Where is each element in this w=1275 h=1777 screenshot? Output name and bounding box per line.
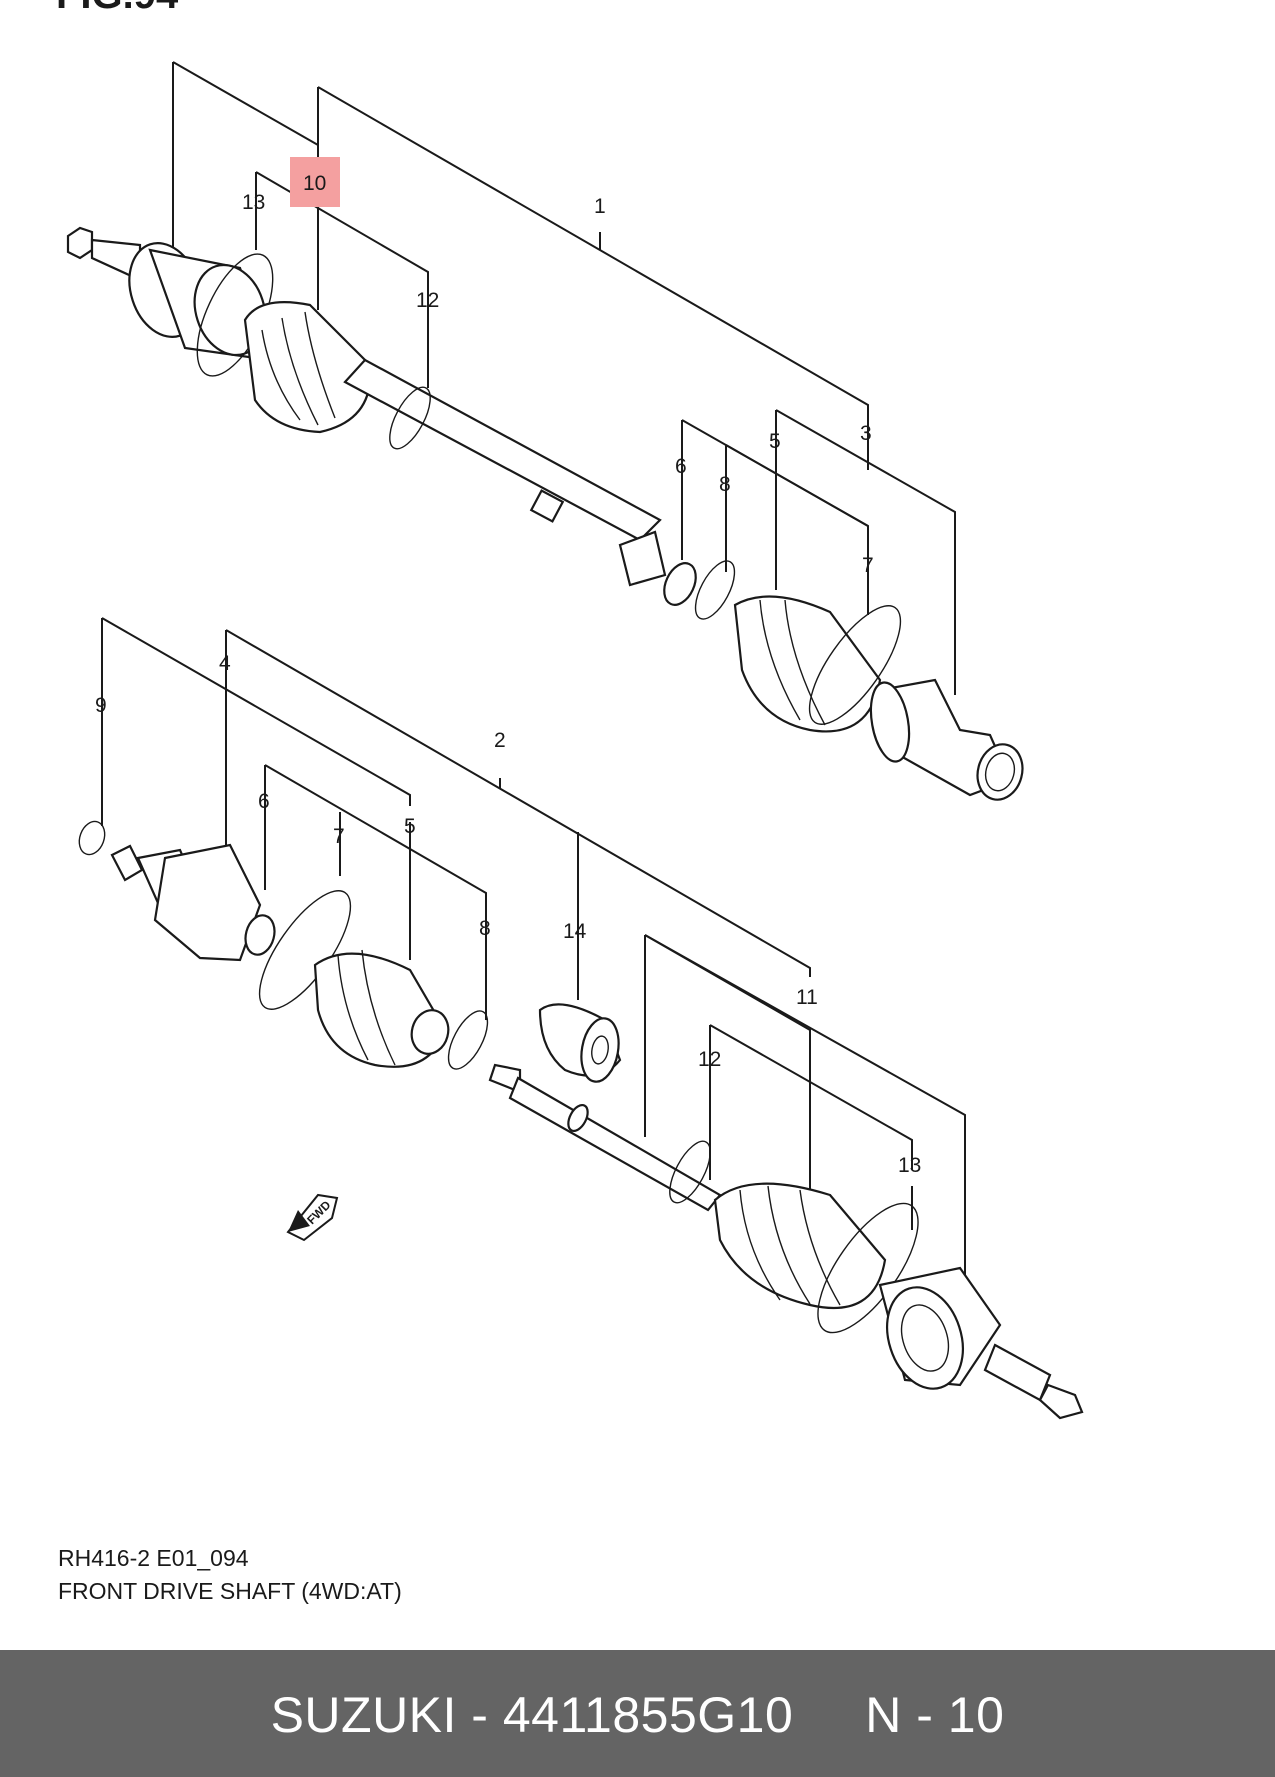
- callout-12: 12: [416, 289, 439, 312]
- callout-11: 11: [796, 986, 818, 1009]
- diagram-title: FRONT DRIVE SHAFT (4WD:AT): [58, 1578, 402, 1604]
- callout-13: 13: [242, 191, 265, 214]
- callout-13b: 13: [898, 1154, 921, 1177]
- callout-8: 8: [719, 473, 731, 496]
- callout-7b: 7: [333, 825, 345, 848]
- callout-9: 9: [95, 694, 107, 717]
- callout-2: 2: [494, 729, 506, 752]
- callout-4: 4: [219, 652, 231, 675]
- callout-6: 6: [675, 455, 687, 478]
- callout-5b: 5: [404, 815, 416, 838]
- callout-3: 3: [860, 422, 872, 445]
- footer-bar: SUZUKI - 4411855G10 N - 10: [0, 1650, 1275, 1777]
- callout-14: 14: [563, 920, 587, 943]
- callout-10: 10: [303, 172, 326, 195]
- callout-12b: 12: [698, 1048, 721, 1071]
- exploded-parts-diagram: FIG.94: [56, 0, 1084, 1420]
- lower-drive-shaft: [78, 617, 1084, 1420]
- part-number-label: SUZUKI - 4411855G10 N - 10: [270, 1687, 1005, 1743]
- highlight-part-10: [290, 157, 340, 207]
- callout-1: 1: [594, 195, 606, 218]
- diagram-code: RH416-2 E01_094: [58, 1545, 249, 1571]
- callout-7: 7: [862, 554, 874, 577]
- figure-label: FIG.94: [56, 0, 179, 17]
- upper-drive-shaft: [66, 61, 1024, 801]
- callout-5: 5: [769, 430, 781, 453]
- forward-direction-arrow: FWD: [286, 1193, 339, 1242]
- callouts: 1 10 13 12 3 5 6 8 7 4 9 2 6 7 5 8 14 11…: [95, 172, 921, 1177]
- callout-6b: 6: [258, 790, 270, 813]
- callout-8b: 8: [479, 917, 491, 940]
